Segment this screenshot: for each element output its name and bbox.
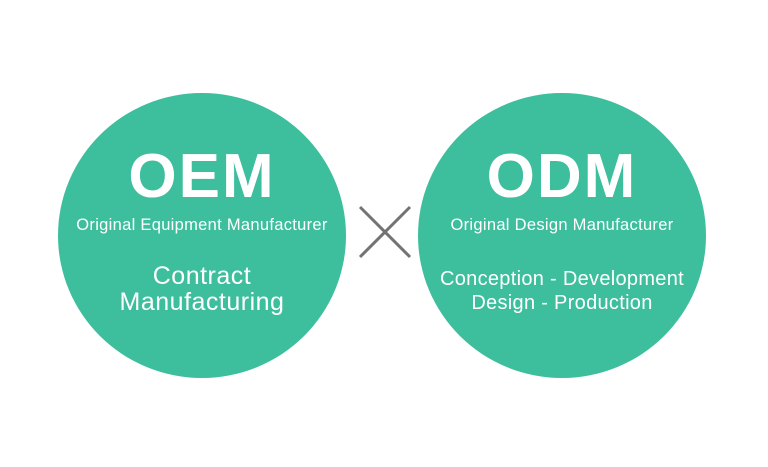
odm-full-name: Original Design Manufacturer <box>450 216 674 234</box>
odm-description-line-2: Design - Production <box>471 292 653 314</box>
oem-description-line-1: Contract <box>152 262 252 290</box>
oem-description: Contract Manufacturing <box>120 263 285 315</box>
odm-description: Conception - Development Design - Produc… <box>440 267 684 315</box>
oem-circle: OEM Original Equipment Manufacturer Cont… <box>58 93 346 378</box>
odm-circle: ODM Original Design Manufacturer Concept… <box>418 93 706 378</box>
oem-description-line-2: Manufacturing <box>119 288 285 316</box>
oem-full-name: Original Equipment Manufacturer <box>76 216 328 234</box>
oem-title: OEM <box>128 142 276 211</box>
x-cross-icon <box>358 205 412 259</box>
odm-title: ODM <box>486 142 638 211</box>
odm-description-line-1: Conception - Development <box>440 268 684 290</box>
